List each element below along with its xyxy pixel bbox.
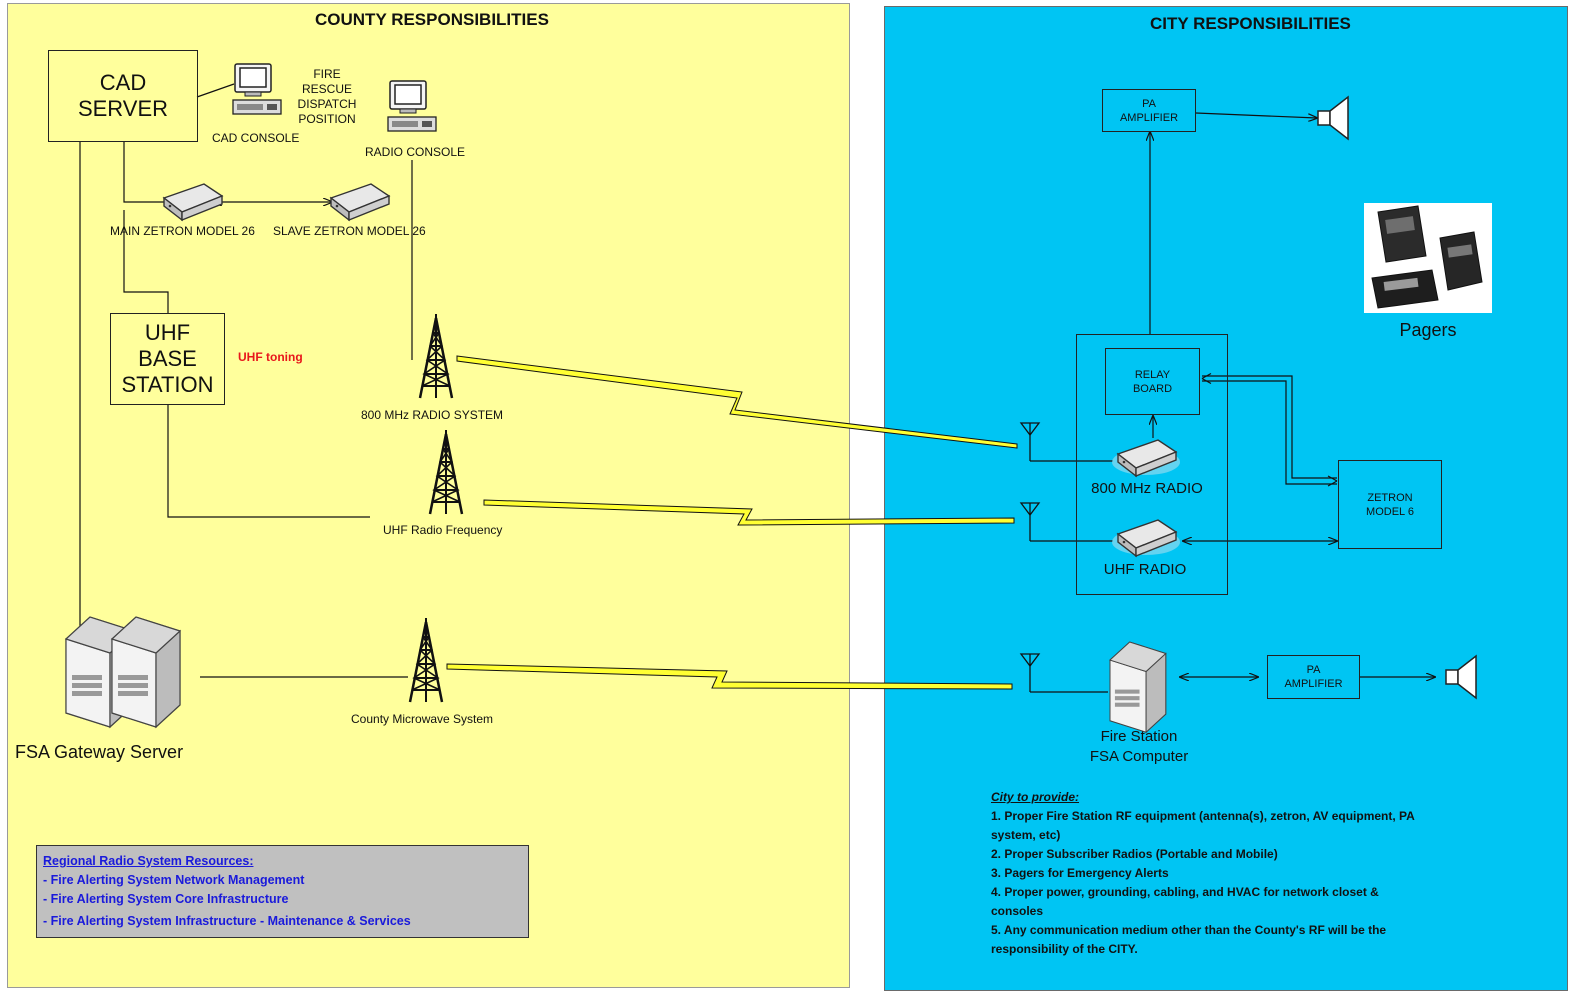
city-note-item: 5. Any communication medium other than t… <box>991 923 1387 956</box>
county-title: COUNTY RESPONSIBILITIES <box>315 10 549 29</box>
resource-item: - Fire Alerting System Core Infrastructu… <box>43 892 289 906</box>
lightning-uhf <box>483 499 1015 526</box>
slave-zetron-label: SLAVE ZETRON MODEL 26 <box>273 224 426 238</box>
city-note-item: 1. Proper Fire Station RF equipment (ant… <box>991 809 1415 842</box>
pagers-image <box>1364 203 1492 313</box>
city-note-item: 4. Proper power, grounding, cabling, and… <box>991 885 1379 918</box>
radio-console-label: RADIO CONSOLE <box>365 145 466 159</box>
resource-item: - Fire Alerting System Infrastructure - … <box>43 914 411 928</box>
uhf-toning-label: UHF toning <box>238 350 303 364</box>
pa-amplifier-bottom-box: PA AMPLIFIER <box>1267 655 1360 699</box>
fire-station-label: Fire Station FSA Computer <box>1089 728 1189 765</box>
main-zetron-label: MAIN ZETRON MODEL 26 <box>110 224 255 238</box>
resource-item: - Fire Alerting System Network Managemen… <box>43 873 305 887</box>
city-notes: City to provide: 1. Proper Fire Station … <box>991 788 1421 959</box>
regional-resources-title: Regional Radio System Resources: <box>43 854 254 868</box>
city-panel <box>884 6 1568 991</box>
radio-800-device <box>1112 439 1180 477</box>
city-title: CITY RESPONSIBILITIES <box>1150 14 1351 33</box>
uhf-radio-label: UHF RADIO <box>1103 561 1187 578</box>
city-note-item: 2. Proper Subscriber Radios (Portable an… <box>991 847 1278 861</box>
relay-board-box: RELAY BOARD <box>1105 348 1200 415</box>
cad-console-label: CAD CONSOLE <box>212 131 300 145</box>
fire-rescue-dispatch-label: FIRE RESCUE DISPATCH POSITION <box>297 67 357 126</box>
lightning-800mhz <box>456 355 1018 449</box>
city-note-item: 3. Pagers for Emergency Alerts <box>991 866 1169 880</box>
uhf-radio-device <box>1112 519 1180 557</box>
city-notes-title: City to provide: <box>991 790 1080 804</box>
radio-800-system-label: 800 MHz RADIO SYSTEM <box>361 408 504 422</box>
fsa-gateway-label: FSA Gateway Server <box>15 742 184 762</box>
county-panel <box>7 3 850 988</box>
uhf-frequency-label: UHF Radio Frequency <box>383 523 503 537</box>
zetron-model6-box: ZETRON MODEL 6 <box>1338 460 1442 549</box>
pagers-label: Pagers <box>1399 320 1457 340</box>
county-microwave-label: County Microwave System <box>351 712 494 726</box>
station-radio-rack <box>1076 334 1228 595</box>
radio-800-label: 800 MHz RADIO <box>1091 480 1203 497</box>
uhf-base-station-box: UHF BASE STATION <box>110 313 225 405</box>
lightning-microwave <box>446 663 1013 690</box>
regional-resources-box: Regional Radio System Resources: - Fire … <box>36 845 529 938</box>
cad-server-box: CAD SERVER <box>48 50 198 142</box>
pa-amplifier-top-box: PA AMPLIFIER <box>1102 89 1196 132</box>
